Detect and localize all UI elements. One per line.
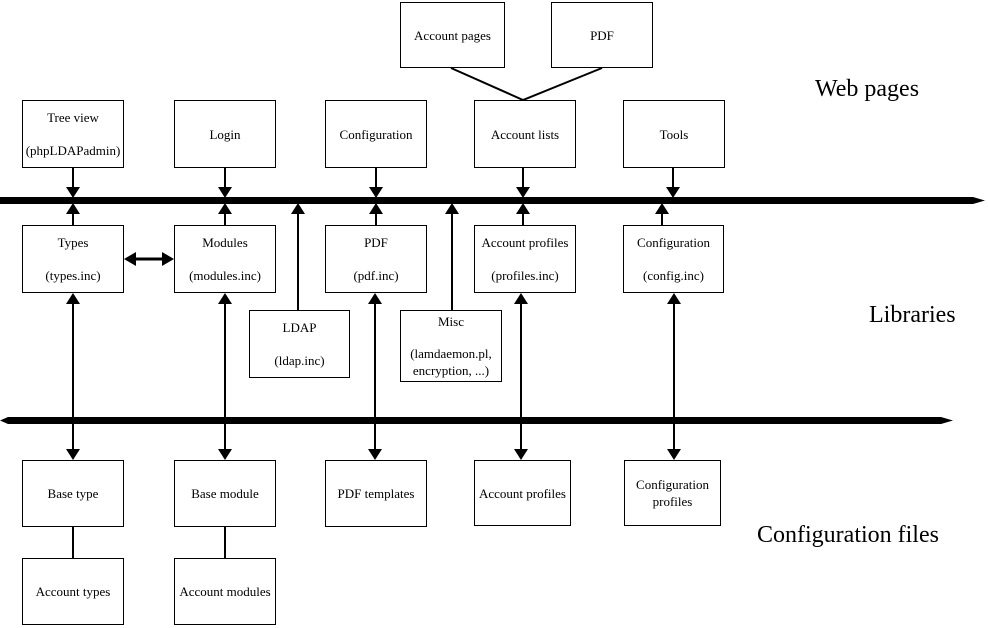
node-account-lists: Account lists: [474, 100, 576, 168]
node-ldap: LDAP (ldap.inc): [249, 310, 350, 378]
arrows-libraries-to-bus: [66, 203, 669, 311]
section-label-libraries: Libraries: [869, 302, 956, 328]
node-label: Configuration: [339, 126, 413, 142]
node-pdf-templates: PDF templates: [325, 460, 427, 527]
section-label-web-pages: Web pages: [815, 76, 920, 102]
node-account-profiles-cfg: Account profiles: [474, 460, 571, 526]
node-sublabel: profiles: [652, 494, 693, 509]
node-label: Configuration: [637, 235, 710, 250]
node-label: Types: [57, 235, 89, 250]
node-label: PDF: [364, 235, 388, 250]
node-sublabel: (phpLDAPadmin): [25, 143, 121, 158]
node-base-type: Base type: [22, 460, 124, 527]
section-label-configuration-files: Configuration files: [757, 522, 939, 548]
node-label: Account types: [35, 584, 111, 599]
node-label: Account modules: [179, 584, 271, 599]
node-label: PDF templates: [337, 486, 415, 501]
node-account-profiles-lib: Account profiles (profiles.inc): [474, 225, 576, 293]
node-misc: Misc (lamdaemon.pl, encryption, ...): [400, 310, 502, 382]
node-account-modules: Account modules: [174, 558, 276, 625]
node-sublabel: (types.inc): [45, 268, 101, 283]
node-label: LDAP: [282, 320, 317, 335]
node-tree-view: Tree view (phpLDAPadmin): [22, 100, 124, 168]
node-label: Login: [209, 126, 241, 142]
node-label: Base type: [47, 486, 99, 501]
node-modules: Modules (modules.inc): [174, 225, 276, 293]
node-configuration-lib: Configuration (config.inc): [623, 225, 724, 293]
arrow-types-modules: [124, 252, 174, 266]
node-sublabel: (lamdaemon.pl,: [410, 346, 492, 361]
node-label: Tools: [659, 126, 689, 142]
node-label: PDF: [590, 27, 614, 43]
web-libraries-bus: [0, 197, 985, 204]
node-label: Account profiles: [481, 235, 569, 250]
node-pdf-page: PDF: [551, 2, 653, 68]
node-label: Tree view: [47, 110, 99, 125]
node-types: Types (types.inc): [22, 225, 124, 293]
node-sublabel: (ldap.inc): [274, 353, 325, 368]
node-account-types: Account types: [22, 558, 124, 625]
arrows-webpages-to-bus: [66, 168, 680, 198]
libraries-config-bus: [0, 417, 953, 424]
node-label: Account lists: [490, 126, 560, 142]
node-pdf-lib: PDF (pdf.inc): [325, 225, 427, 293]
node-account-pages: Account pages: [400, 2, 505, 68]
node-label: Modules: [202, 235, 248, 250]
node-sublabel: (pdf.inc): [353, 268, 399, 283]
node-sublabel: (config.inc): [642, 268, 704, 283]
node-sublabel: (modules.inc): [189, 268, 261, 283]
node-configuration-profiles: Configuration profiles: [624, 460, 721, 526]
node-sublabel: (profiles.inc): [491, 268, 559, 283]
node-configuration-page: Configuration: [325, 100, 427, 168]
node-label: Misc: [438, 314, 464, 329]
node-login: Login: [174, 100, 276, 168]
node-tools: Tools: [623, 100, 725, 168]
node-label: Configuration: [636, 477, 709, 492]
node-sublabel-2: encryption, ...): [412, 363, 490, 378]
arrows-libraries-config: [66, 293, 681, 460]
node-base-module: Base module: [174, 460, 276, 527]
connector-accountpages-pdf-to-accountlists: [450, 67, 603, 102]
node-label: Account pages: [414, 27, 491, 43]
node-label: Base module: [191, 486, 259, 501]
node-label: Account profiles: [478, 485, 566, 501]
